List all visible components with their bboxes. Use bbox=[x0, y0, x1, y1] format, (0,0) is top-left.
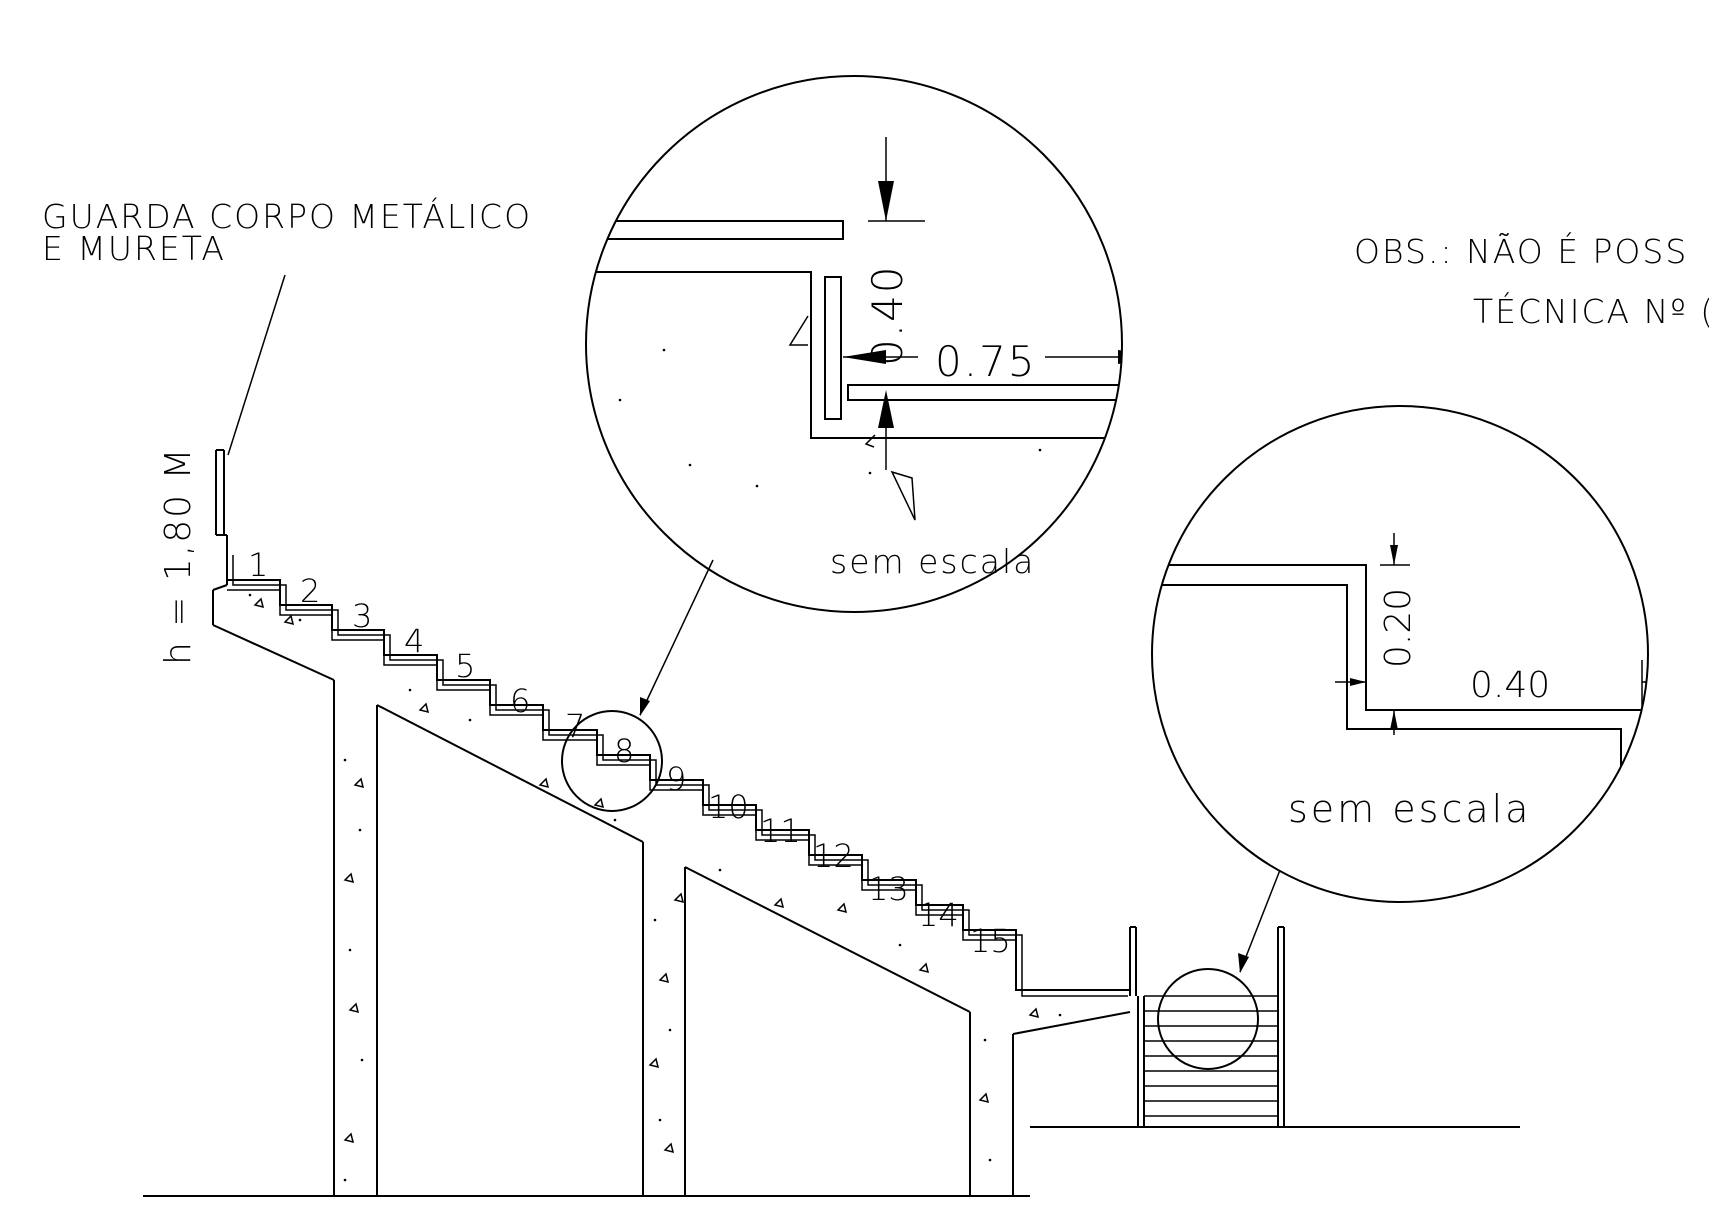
step-number: 10 bbox=[708, 788, 749, 826]
obs-line1: OBS.: NÃO É POSS bbox=[1354, 231, 1688, 271]
leader-detail-1 bbox=[639, 559, 714, 716]
detail-circle-1 bbox=[585, 75, 1123, 613]
step-number: 4 bbox=[404, 622, 424, 660]
detail-2-dim-horizontal: 0.40 bbox=[1470, 665, 1550, 706]
step-number: 1 bbox=[248, 546, 268, 584]
height-label: h = 1,80 M bbox=[158, 446, 199, 665]
leader-detail-1-arrow bbox=[640, 697, 650, 716]
leader-detail-2 bbox=[1239, 869, 1281, 973]
guardrail-label-line2: E MURETA bbox=[42, 229, 226, 268]
concrete-dots bbox=[248, 593, 1062, 1182]
detail-2-dim-vertical: 0.20 bbox=[1378, 588, 1419, 668]
detail-1-dim-vertical: 0.40 bbox=[863, 264, 912, 366]
step-number: 15 bbox=[970, 922, 1011, 960]
step-number: 6 bbox=[510, 682, 530, 720]
step-number: 7 bbox=[565, 707, 585, 745]
callout-circle-step-8 bbox=[561, 710, 663, 812]
detail-1-scale-note: sem escala bbox=[830, 542, 1035, 581]
step-number: 11 bbox=[760, 812, 801, 850]
step-number: 8 bbox=[614, 732, 634, 770]
step-number: 13 bbox=[868, 870, 909, 908]
concrete-hatch bbox=[253, 597, 1040, 1154]
obs-line2: TÉCNICA Nº ( bbox=[1473, 291, 1709, 331]
guardrail-left bbox=[215, 449, 228, 585]
step-number: 9 bbox=[666, 760, 686, 798]
step-number: 2 bbox=[300, 572, 320, 610]
detail-1-dim-horizontal: 0.75 bbox=[935, 337, 1037, 386]
guardrail-label-line1: GUARDA CORPO METÁLICO bbox=[42, 196, 532, 236]
step-number: 3 bbox=[352, 597, 372, 635]
concrete-structure bbox=[212, 584, 1131, 1196]
step-number: 5 bbox=[455, 647, 475, 685]
callout-circle-side-stair bbox=[1157, 968, 1259, 1070]
step-number: 14 bbox=[918, 896, 959, 934]
guardrail-landing bbox=[1129, 926, 1137, 996]
stair-steps-inner-2 bbox=[227, 589, 1016, 941]
side-stair bbox=[1137, 926, 1285, 1127]
step-number: 12 bbox=[813, 837, 854, 875]
detail-2-scale-note: sem escala bbox=[1288, 787, 1531, 831]
step-number-labels: 1 2 3 4 5 6 7 8 9 10 11 12 13 14 15 bbox=[248, 546, 1011, 960]
stair-steps-inner bbox=[232, 555, 1128, 997]
leader-guardrail bbox=[227, 274, 286, 456]
leader-detail-2-arrow bbox=[1238, 953, 1249, 973]
